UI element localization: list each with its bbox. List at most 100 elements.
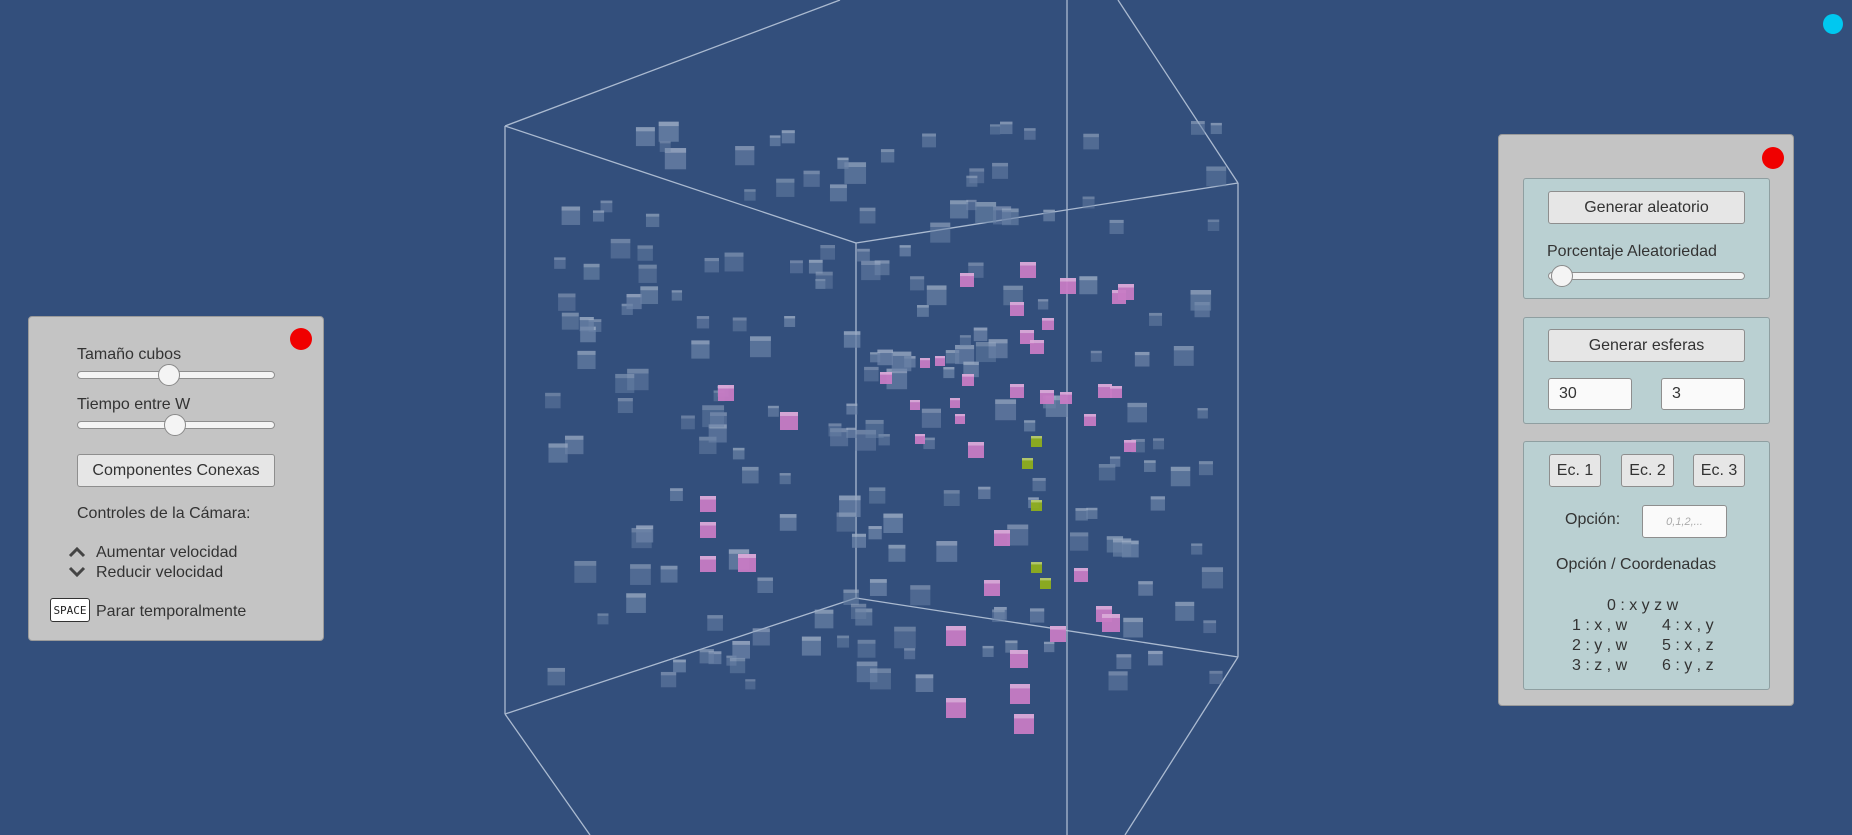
cube-top-face	[577, 350, 596, 355]
cube-top-face	[995, 399, 1017, 404]
cube-top-face	[1173, 345, 1194, 351]
cube	[681, 415, 695, 430]
cube-top-face	[732, 640, 751, 645]
cube	[1109, 456, 1121, 467]
cube	[1148, 650, 1163, 666]
cube	[1030, 340, 1044, 354]
cube-top-face	[752, 628, 770, 633]
pause-label: Parar temporalmente	[96, 603, 247, 620]
cube-top-face	[626, 293, 642, 298]
cube-top-face	[710, 412, 727, 416]
close-panel-button[interactable]	[1762, 147, 1784, 169]
cube-top-face	[789, 260, 803, 264]
cube	[814, 609, 834, 629]
cube-top-face	[702, 405, 725, 411]
cube-top-face	[946, 626, 966, 631]
cube-top-face	[916, 305, 929, 308]
cube-top-face	[945, 350, 960, 354]
cube	[815, 278, 826, 289]
cube-top-face	[699, 649, 714, 653]
cube-top-face	[779, 514, 797, 518]
cube	[1060, 392, 1072, 404]
cube	[621, 303, 633, 315]
cube-top-face	[855, 608, 873, 613]
equation-1-button[interactable]: Ec. 1	[1549, 454, 1601, 487]
cube	[1090, 350, 1102, 362]
cube	[856, 661, 878, 683]
cube	[769, 135, 781, 147]
close-panel-button[interactable]	[290, 328, 312, 350]
cube-top-face	[815, 271, 833, 276]
option-input[interactable]: 0,1,2,...	[1642, 505, 1727, 538]
status-indicator-dot	[1823, 14, 1843, 34]
cube	[597, 613, 609, 625]
cube-top-face	[990, 124, 1001, 127]
random-percent-slider[interactable]	[1548, 265, 1745, 287]
cube	[808, 259, 823, 274]
cube-size-slider[interactable]	[77, 364, 275, 386]
cube-top-face	[1074, 568, 1088, 572]
chevron-up-icon	[67, 545, 87, 559]
generate-spheres-button[interactable]: Generar esferas	[1548, 329, 1745, 362]
cube	[561, 206, 581, 225]
cube-top-face	[1083, 133, 1099, 138]
cube	[671, 290, 683, 301]
cube-top-face	[1149, 312, 1163, 316]
cube	[880, 149, 895, 163]
cube-top-face	[776, 178, 795, 183]
cube-top-face	[836, 512, 856, 517]
cube-top-face	[1109, 456, 1121, 459]
cube	[943, 490, 960, 507]
cube-top-face	[915, 434, 925, 437]
cube	[670, 488, 683, 502]
cube	[700, 522, 716, 538]
connected-components-button[interactable]: Componentes Conexas	[77, 454, 275, 487]
cube-top-face	[978, 486, 991, 490]
coord-option-5: 5 : x , z	[1662, 637, 1714, 654]
cube-top-face	[1014, 714, 1034, 719]
cube-top-face	[899, 245, 911, 248]
cube-top-face	[561, 312, 579, 317]
cube-top-face	[1190, 121, 1205, 125]
cube-top-face	[660, 671, 677, 676]
cube-size-label: Tamaño cubos	[77, 346, 182, 363]
cube-top-face	[994, 530, 1010, 534]
cube-top-face	[708, 651, 722, 655]
cube-top-face	[700, 556, 716, 560]
cube	[915, 434, 925, 444]
time-between-w-slider[interactable]	[77, 414, 275, 436]
cube	[910, 400, 920, 410]
cube	[1086, 507, 1098, 519]
cube	[930, 222, 951, 243]
equation-2-button[interactable]: Ec. 2	[1621, 454, 1674, 487]
cube	[843, 331, 861, 348]
cube-top-face	[950, 398, 960, 401]
cube	[635, 127, 655, 147]
cube-top-face	[846, 427, 857, 430]
cube-top-face	[814, 609, 834, 614]
generate-random-button[interactable]: Generar aleatorio	[1548, 191, 1745, 224]
cube	[950, 200, 969, 219]
time-between-w-slider-thumb[interactable]	[164, 414, 186, 436]
cube	[561, 312, 579, 330]
cube-top-face	[955, 344, 975, 350]
equation-3-button[interactable]: Ec. 3	[1693, 454, 1745, 487]
cube	[548, 443, 568, 463]
cube-top-face	[1060, 392, 1072, 395]
cube-top-face	[966, 199, 977, 203]
cube-top-face	[750, 336, 771, 341]
sphere-radius-input[interactable]: 3	[1661, 378, 1745, 410]
cube	[865, 419, 884, 439]
cube	[891, 351, 912, 372]
cube-top-face	[1106, 536, 1124, 540]
cube-top-face	[930, 222, 951, 227]
cube	[1084, 414, 1096, 426]
sphere-generation-group: Generar esferas 30 3	[1523, 317, 1770, 424]
cube-top-face	[969, 168, 985, 172]
sphere-count-input[interactable]: 30	[1548, 378, 1632, 410]
random-percent-slider-thumb[interactable]	[1551, 265, 1573, 287]
cube-top-face	[815, 278, 826, 282]
cube-size-slider-thumb[interactable]	[158, 364, 180, 386]
cube-top-face	[910, 585, 931, 590]
